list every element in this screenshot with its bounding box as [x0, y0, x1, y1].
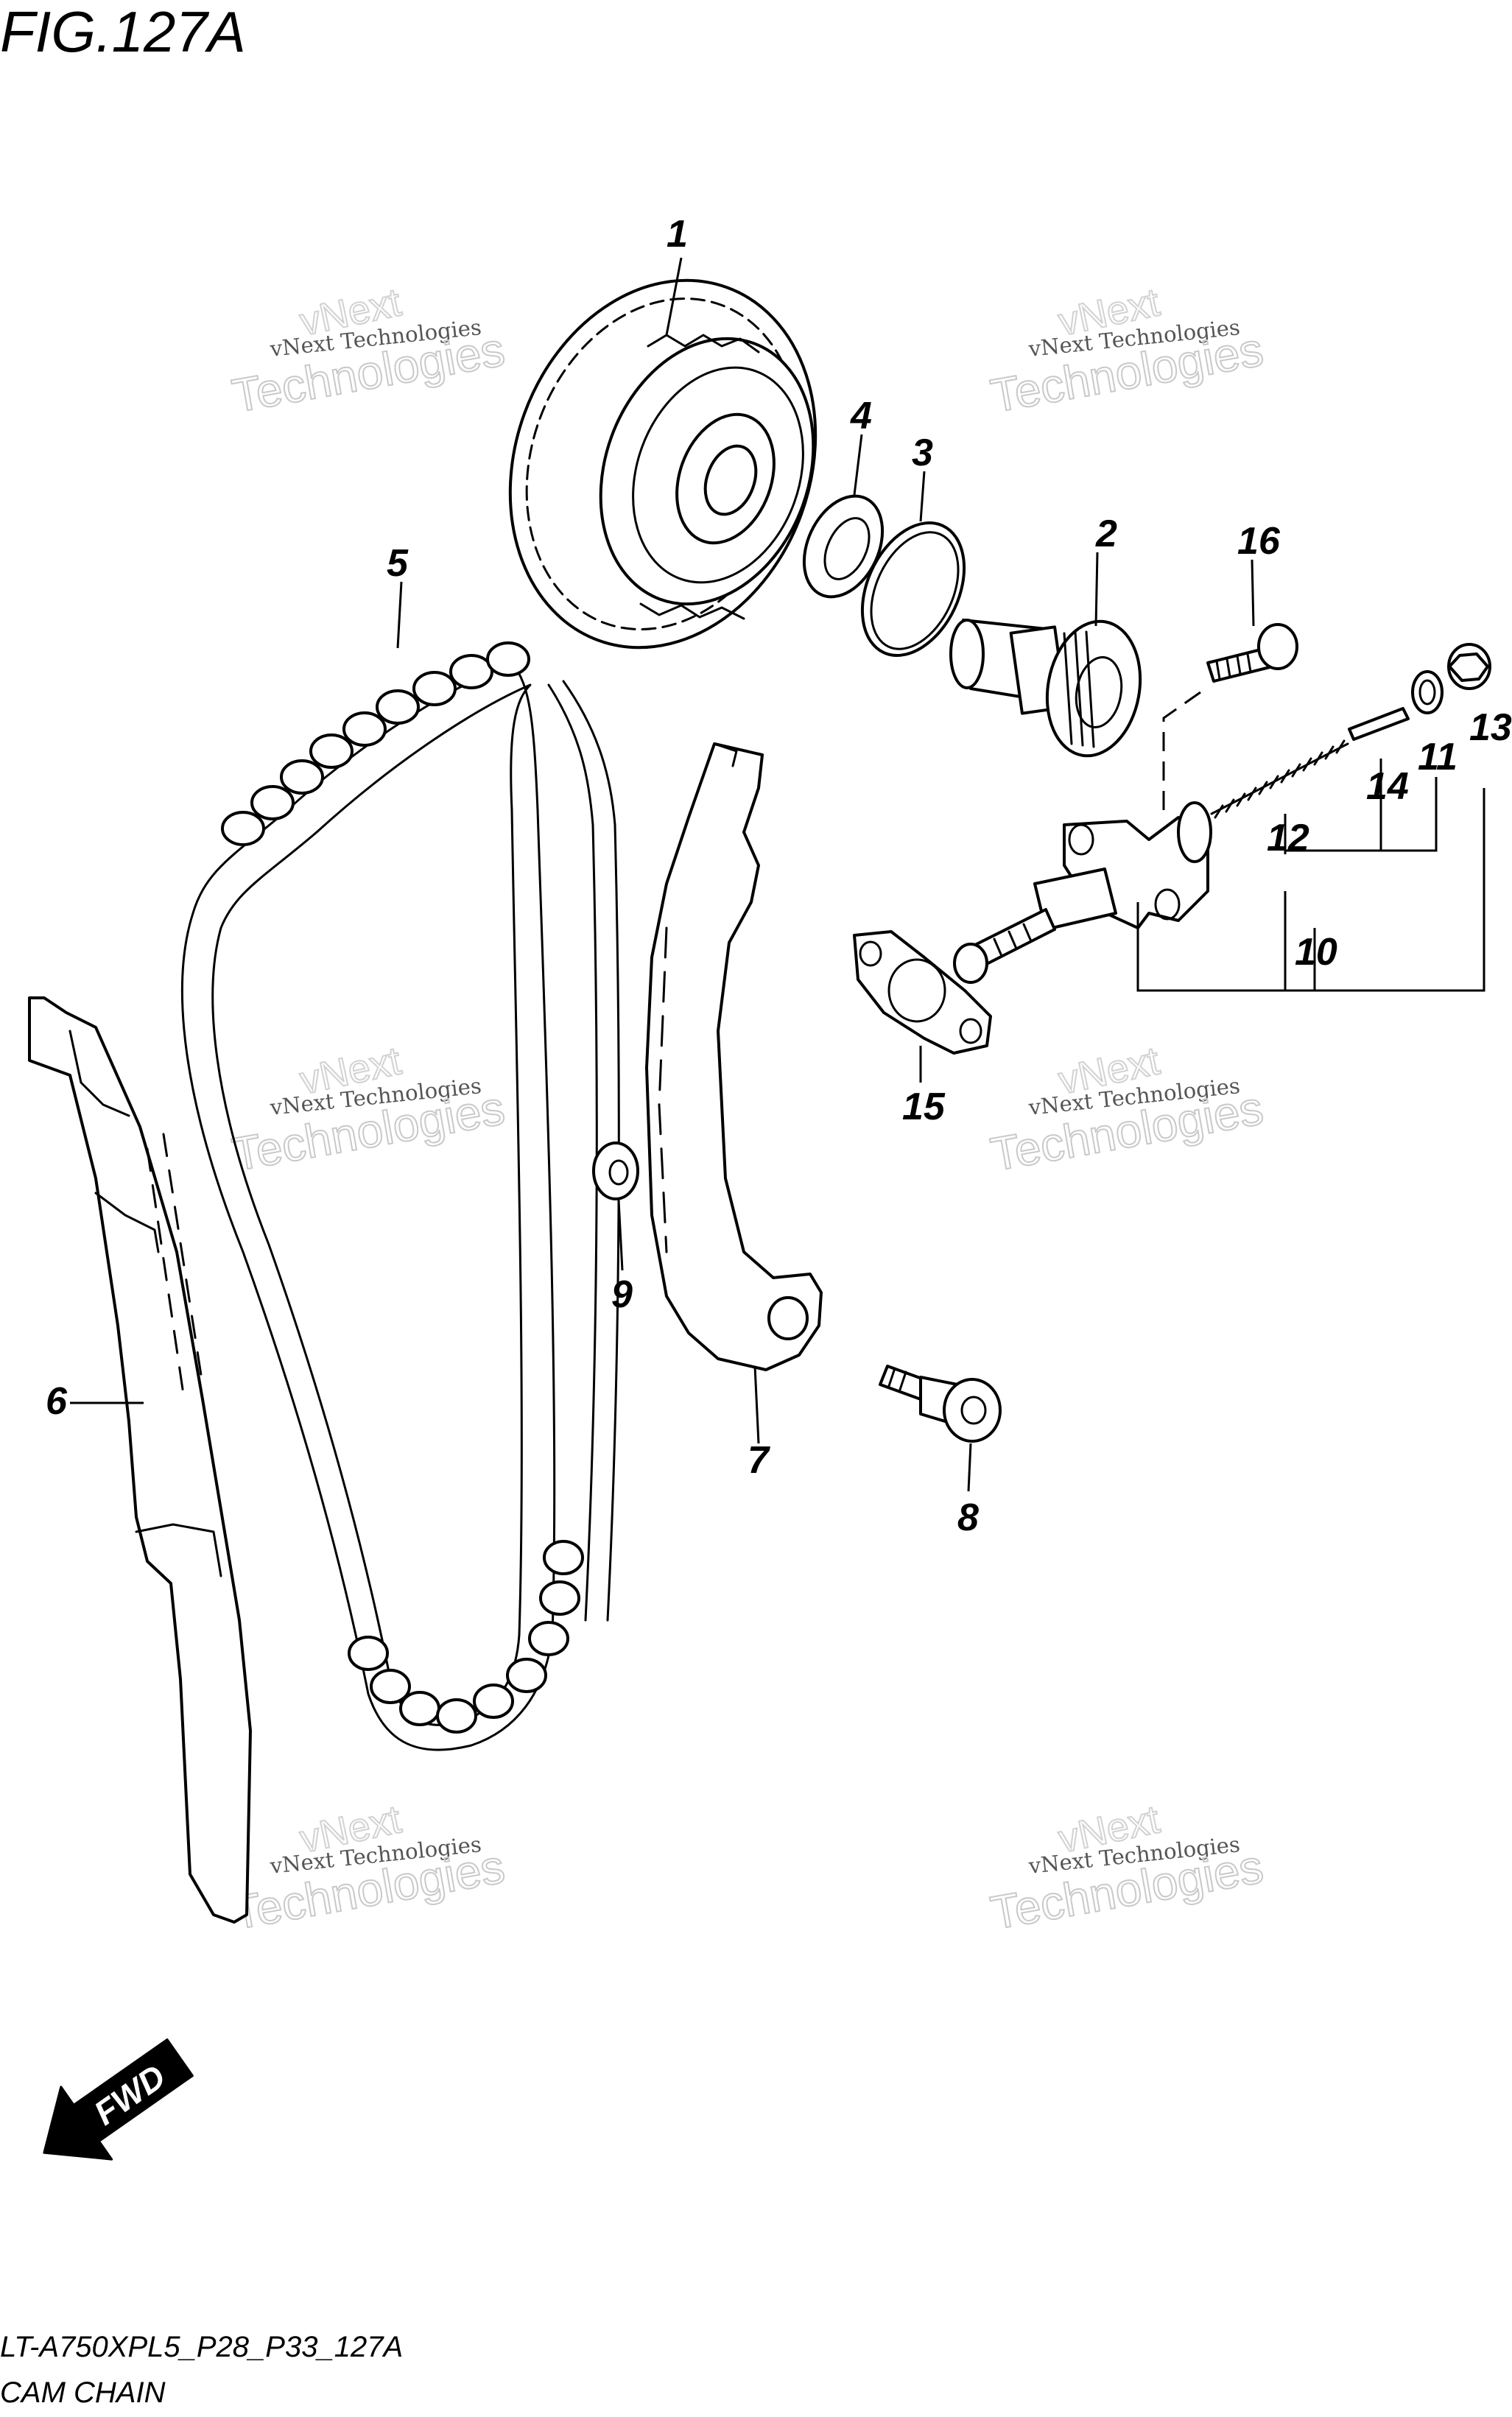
callout-11: 11: [1418, 736, 1458, 778]
callout-6: 6: [46, 1380, 68, 1423]
part-rod-drawing: [1348, 707, 1410, 741]
callout-labels: 1 2 3 4 5 6 7 8 9 10 11 12 13 14 15 16: [46, 213, 1512, 1539]
callout-14: 14: [1366, 765, 1409, 808]
watermark-top-left: vNext Technologies vNext Technologies: [228, 279, 509, 423]
watermark-top-right: vNext Technologies vNext Technologies: [986, 279, 1267, 423]
part-pivot-bolt-drawing: [879, 1365, 1002, 1443]
part-o-ring-drawing: [860, 521, 966, 657]
watermark-bottom-right: vNext Technologies vNext Technologies: [986, 1796, 1267, 1940]
callout-10: 10: [1295, 931, 1337, 974]
callout-1: 1: [667, 213, 688, 256]
leader-lines: [70, 257, 1485, 1492]
part-spring-drawing: [1210, 739, 1349, 819]
part-cap-bolt-drawing: [1447, 643, 1491, 690]
part-tensioner-adjuster-drawing: [953, 801, 1212, 984]
callout-16: 16: [1237, 520, 1281, 563]
watermark-mid-right: vNext Technologies vNext Technologies: [986, 1038, 1267, 1181]
callout-3: 3: [912, 432, 933, 474]
part-washer-drawing: [802, 494, 885, 599]
fwd-arrow-icon: FWD: [43, 2038, 194, 2161]
figure-title: FIG.127A: [0, 0, 246, 64]
callout-7: 7: [748, 1439, 770, 1482]
callout-12: 12: [1267, 817, 1309, 859]
part-tensioner-gasket-drawing: [853, 930, 992, 1055]
callout-9: 9: [611, 1273, 633, 1316]
diagram-caption: CAM CHAIN: [0, 2376, 166, 2409]
callout-4: 4: [850, 395, 872, 437]
callout-8: 8: [957, 1496, 979, 1539]
callout-2: 2: [1095, 513, 1117, 555]
part-shaft-drawing: [949, 619, 1142, 758]
callout-5: 5: [387, 542, 409, 585]
model-code: LT-A750XPL5_P28_P33_127A: [0, 2331, 403, 2363]
part-sprocket-drawing: [508, 278, 817, 650]
callout-13: 13: [1469, 706, 1512, 749]
part-gasket-11-drawing: [1411, 670, 1444, 714]
callout-15: 15: [902, 1086, 946, 1128]
part-cam-chain-drawing: [181, 641, 620, 1751]
watermark-bottom-left: vNext Technologies vNext Technologies: [228, 1796, 509, 1940]
part-washer-9-drawing: [592, 1141, 639, 1200]
part-bolt-16-drawing: [1206, 623, 1298, 683]
part-tensioner-guide-drawing: [645, 742, 823, 1371]
watermark-mid-left: vNext Technologies vNext Technologies: [228, 1038, 509, 1181]
alignment-line: [1162, 691, 1201, 817]
part-chain-guide-drawing: [28, 996, 252, 1924]
